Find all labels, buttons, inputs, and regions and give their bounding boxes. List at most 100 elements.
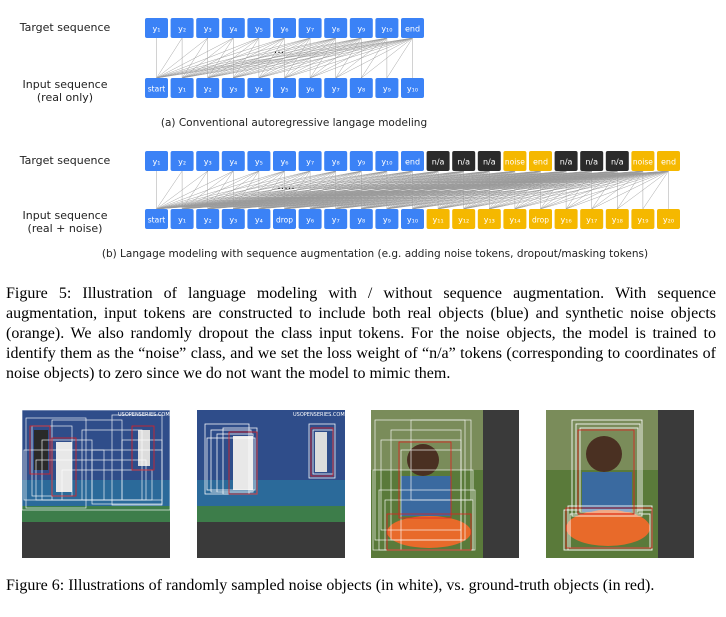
attention-line xyxy=(156,170,234,210)
token-label: y₇ xyxy=(306,158,314,167)
attention-line xyxy=(182,170,669,210)
token-box-noise xyxy=(503,209,527,229)
token-label: y₁ xyxy=(153,25,161,34)
attention-line xyxy=(156,170,464,210)
token-label: y₁₁ xyxy=(433,216,444,225)
token-label: end xyxy=(533,158,548,167)
token-box-noise xyxy=(529,209,552,229)
token-label: end xyxy=(405,158,420,167)
attention-line xyxy=(361,37,413,79)
attention-line xyxy=(156,170,413,210)
token-box-real xyxy=(324,151,348,171)
token-label: y₁₆ xyxy=(561,216,572,225)
token-box-noise xyxy=(605,209,629,229)
attention-line xyxy=(591,170,669,210)
token-label: y₁₇ xyxy=(586,216,597,225)
attention-line xyxy=(284,170,669,210)
token-label: y₁ xyxy=(178,85,186,94)
token-box-noise xyxy=(503,151,527,171)
token-label: end xyxy=(661,158,676,167)
attention-line xyxy=(156,170,669,210)
token-box-real xyxy=(349,209,373,229)
token-box-real xyxy=(170,18,194,38)
attention-line xyxy=(258,37,413,79)
token-label: y₉ xyxy=(357,158,365,167)
panel-b: Target sequence Input sequence (real + n… xyxy=(19,151,680,260)
attention-line xyxy=(284,37,413,79)
token-label: y₃ xyxy=(204,25,212,34)
token-box-real xyxy=(349,78,373,98)
attention-line xyxy=(335,37,413,79)
panel-a-target-label: Target sequence xyxy=(19,21,111,34)
token-label: y₄ xyxy=(229,25,237,34)
token-label: end xyxy=(405,25,420,34)
token-box-real xyxy=(375,78,399,98)
token-box-real xyxy=(401,209,424,229)
attention-line xyxy=(156,170,643,210)
token-box-noise xyxy=(452,209,476,229)
token-label: y₈ xyxy=(357,85,365,94)
attention-line xyxy=(386,170,669,210)
token-label: y₄ xyxy=(229,158,237,167)
attention-line xyxy=(156,170,541,210)
token-box-real xyxy=(196,209,220,229)
token-box-noise xyxy=(426,209,450,229)
figure5-caption: Figure 5: Illustration of language model… xyxy=(6,285,716,382)
token-box-real xyxy=(401,151,424,171)
attention-line xyxy=(233,170,669,210)
figure5-diagram: Target sequence Input sequence (real onl… xyxy=(19,18,680,260)
attention-line xyxy=(438,170,669,210)
attention-line xyxy=(566,170,669,210)
token-label: y₁₃ xyxy=(484,216,495,225)
token-box-real xyxy=(247,209,271,229)
token-label: y₆ xyxy=(306,216,314,225)
token-label: y₅ xyxy=(255,25,263,34)
attention-line xyxy=(156,170,285,210)
panel-b-ellipsis: ..... xyxy=(277,179,294,192)
token-box-real xyxy=(273,209,296,229)
panel-b-input-label-line2: (real + noise) xyxy=(28,222,103,235)
token-label: y₄ xyxy=(255,216,263,225)
panel-b-input-label-line1: Input sequence xyxy=(23,209,108,222)
attention-line xyxy=(310,37,413,79)
token-box-noise xyxy=(631,151,655,171)
token-box-real xyxy=(324,18,348,38)
attention-line xyxy=(156,170,592,210)
token-box-na xyxy=(426,151,450,171)
token-box-real xyxy=(221,78,245,98)
attention-line xyxy=(412,170,669,210)
token-label: y₈ xyxy=(332,158,340,167)
attention-line xyxy=(514,170,669,210)
token-box-real xyxy=(273,18,296,38)
panel-b-target-label: Target sequence xyxy=(19,154,111,167)
token-box-real xyxy=(196,151,220,171)
attention-line xyxy=(156,170,311,210)
attention-line xyxy=(156,37,234,79)
attention-line xyxy=(207,170,669,210)
figure6-caption: Figure 6: Illustrations of randomly samp… xyxy=(6,577,655,594)
token-label: n/a xyxy=(432,158,445,167)
token-label: y₂ xyxy=(204,85,212,94)
attention-line xyxy=(156,170,259,210)
attention-line xyxy=(156,37,387,79)
token-label: drop xyxy=(276,216,293,225)
attention-line xyxy=(540,170,669,210)
token-label: y₇ xyxy=(306,25,314,34)
token-box-real xyxy=(247,78,271,98)
token-label: y₁₂ xyxy=(458,216,469,225)
attention-line xyxy=(156,170,567,210)
token-box-real xyxy=(375,18,399,38)
token-label: n/a xyxy=(457,158,470,167)
token-label: n/a xyxy=(611,158,624,167)
token-label: y₉ xyxy=(357,25,365,34)
token-label: y₈ xyxy=(357,216,365,225)
token-box-real xyxy=(247,151,271,171)
attention-line xyxy=(156,37,362,79)
token-label: y₁₉ xyxy=(637,216,648,225)
child-photo-noise-boxes-1 xyxy=(371,410,519,558)
token-box-real xyxy=(401,78,424,98)
token-box-noise xyxy=(554,209,578,229)
